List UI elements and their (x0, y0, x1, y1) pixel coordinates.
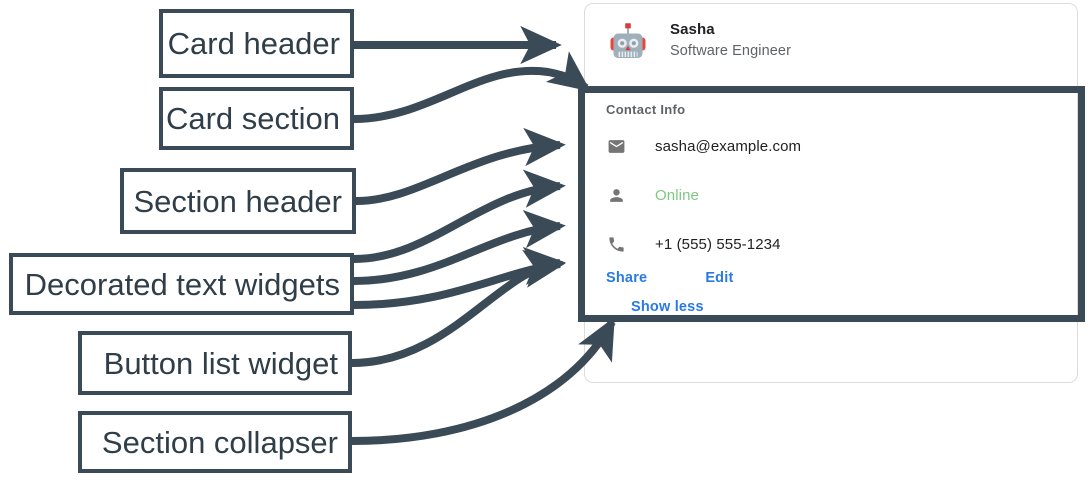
phone-value: +1 (555) 555-1234 (655, 235, 781, 253)
annotation-section-header: Section header (120, 168, 356, 234)
annotation-decorated-text-widgets: Decorated text widgets (9, 253, 354, 315)
annotation-label: Card header (167, 26, 340, 61)
decorated-text-row-phone: +1 (555) 555-1234 (606, 224, 1077, 264)
annotation-label: Section header (133, 183, 342, 219)
status-value: Online (655, 186, 699, 204)
arrow-button-list (351, 246, 566, 367)
email-value: sasha@example.com (655, 137, 802, 155)
annotation-section-collapser: Section collapser (78, 411, 352, 473)
annotation-card-header: Card header (159, 9, 354, 78)
annotation-label: Button list widget (103, 345, 338, 381)
arrow-decorated-text-2 (353, 210, 566, 285)
card-header-subtitle: Software Engineer (670, 43, 791, 60)
show-less-button[interactable]: Show less (631, 299, 704, 315)
person-icon (606, 185, 626, 205)
edit-button[interactable]: Edit (705, 270, 734, 286)
annotation-card-section: Card section (159, 87, 354, 150)
robot-avatar-icon (610, 23, 646, 58)
button-list-widget: Share Edit (606, 270, 1077, 286)
annotation-label: Card section (165, 101, 340, 136)
share-button[interactable]: Share (606, 270, 648, 286)
section-header: Contact Info (606, 102, 686, 117)
annotation-label: Decorated text widgets (24, 266, 340, 302)
arrow-section-header (355, 127, 566, 205)
email-icon (606, 136, 626, 156)
annotation-label: Section collapser (101, 424, 338, 460)
annotation-button-list-widget: Button list widget (78, 331, 352, 395)
card-header: Sasha Software Engineer (585, 4, 1077, 78)
arrow-card-section (353, 51, 591, 123)
decorated-text-row-status: Online (606, 175, 1077, 215)
card-header-title: Sasha (670, 20, 715, 38)
arrow-section-collapser (351, 316, 616, 445)
decorated-text-row-email: sasha@example.com (606, 126, 1077, 166)
section-collapser: Show less (606, 298, 1077, 316)
card-section: Contact Info sasha@example.com Online (585, 78, 1077, 316)
card-header-text: Sasha Software Engineer (670, 21, 791, 62)
phone-icon (606, 234, 626, 254)
card-section-outline (578, 86, 1085, 322)
arrow-decorated-text-1 (353, 169, 566, 263)
